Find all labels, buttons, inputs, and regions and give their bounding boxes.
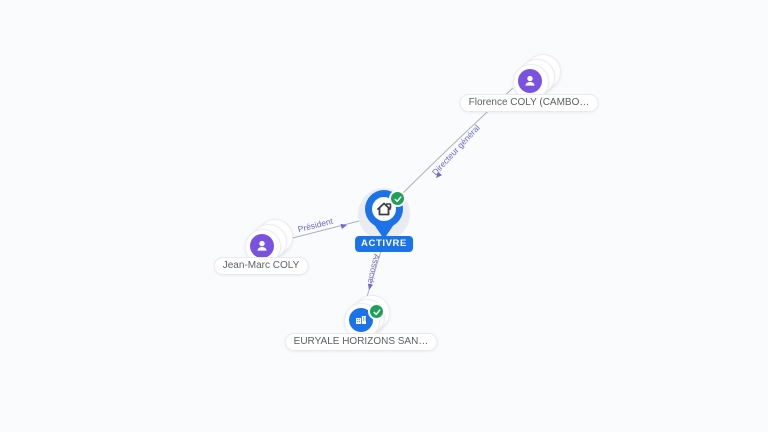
edge-directeur-general-arrow	[436, 171, 442, 178]
node-label-euryale[interactable]: EURYALE HORIZONS SAN…	[284, 333, 438, 351]
edge-directeur-general-label: Directeur général	[430, 123, 482, 178]
edge-associe-label: Associé	[366, 253, 383, 285]
node-label-florence[interactable]: Florence COLY (CAMBO…	[459, 94, 599, 112]
edge-associe	[365, 250, 382, 301]
node-label-jean-marc[interactable]: Jean-Marc COLY	[213, 257, 309, 275]
edge-president-label: Président	[297, 216, 335, 235]
edge-president	[280, 220, 360, 242]
verified-check-icon	[368, 303, 385, 320]
edge-president-arrow	[340, 223, 347, 229]
person-icon	[250, 234, 274, 258]
verified-check-icon	[389, 190, 406, 207]
center-node-label[interactable]: ACTIVRE	[355, 236, 413, 252]
person-icon	[518, 69, 542, 93]
edge-associe-arrow	[367, 283, 373, 290]
